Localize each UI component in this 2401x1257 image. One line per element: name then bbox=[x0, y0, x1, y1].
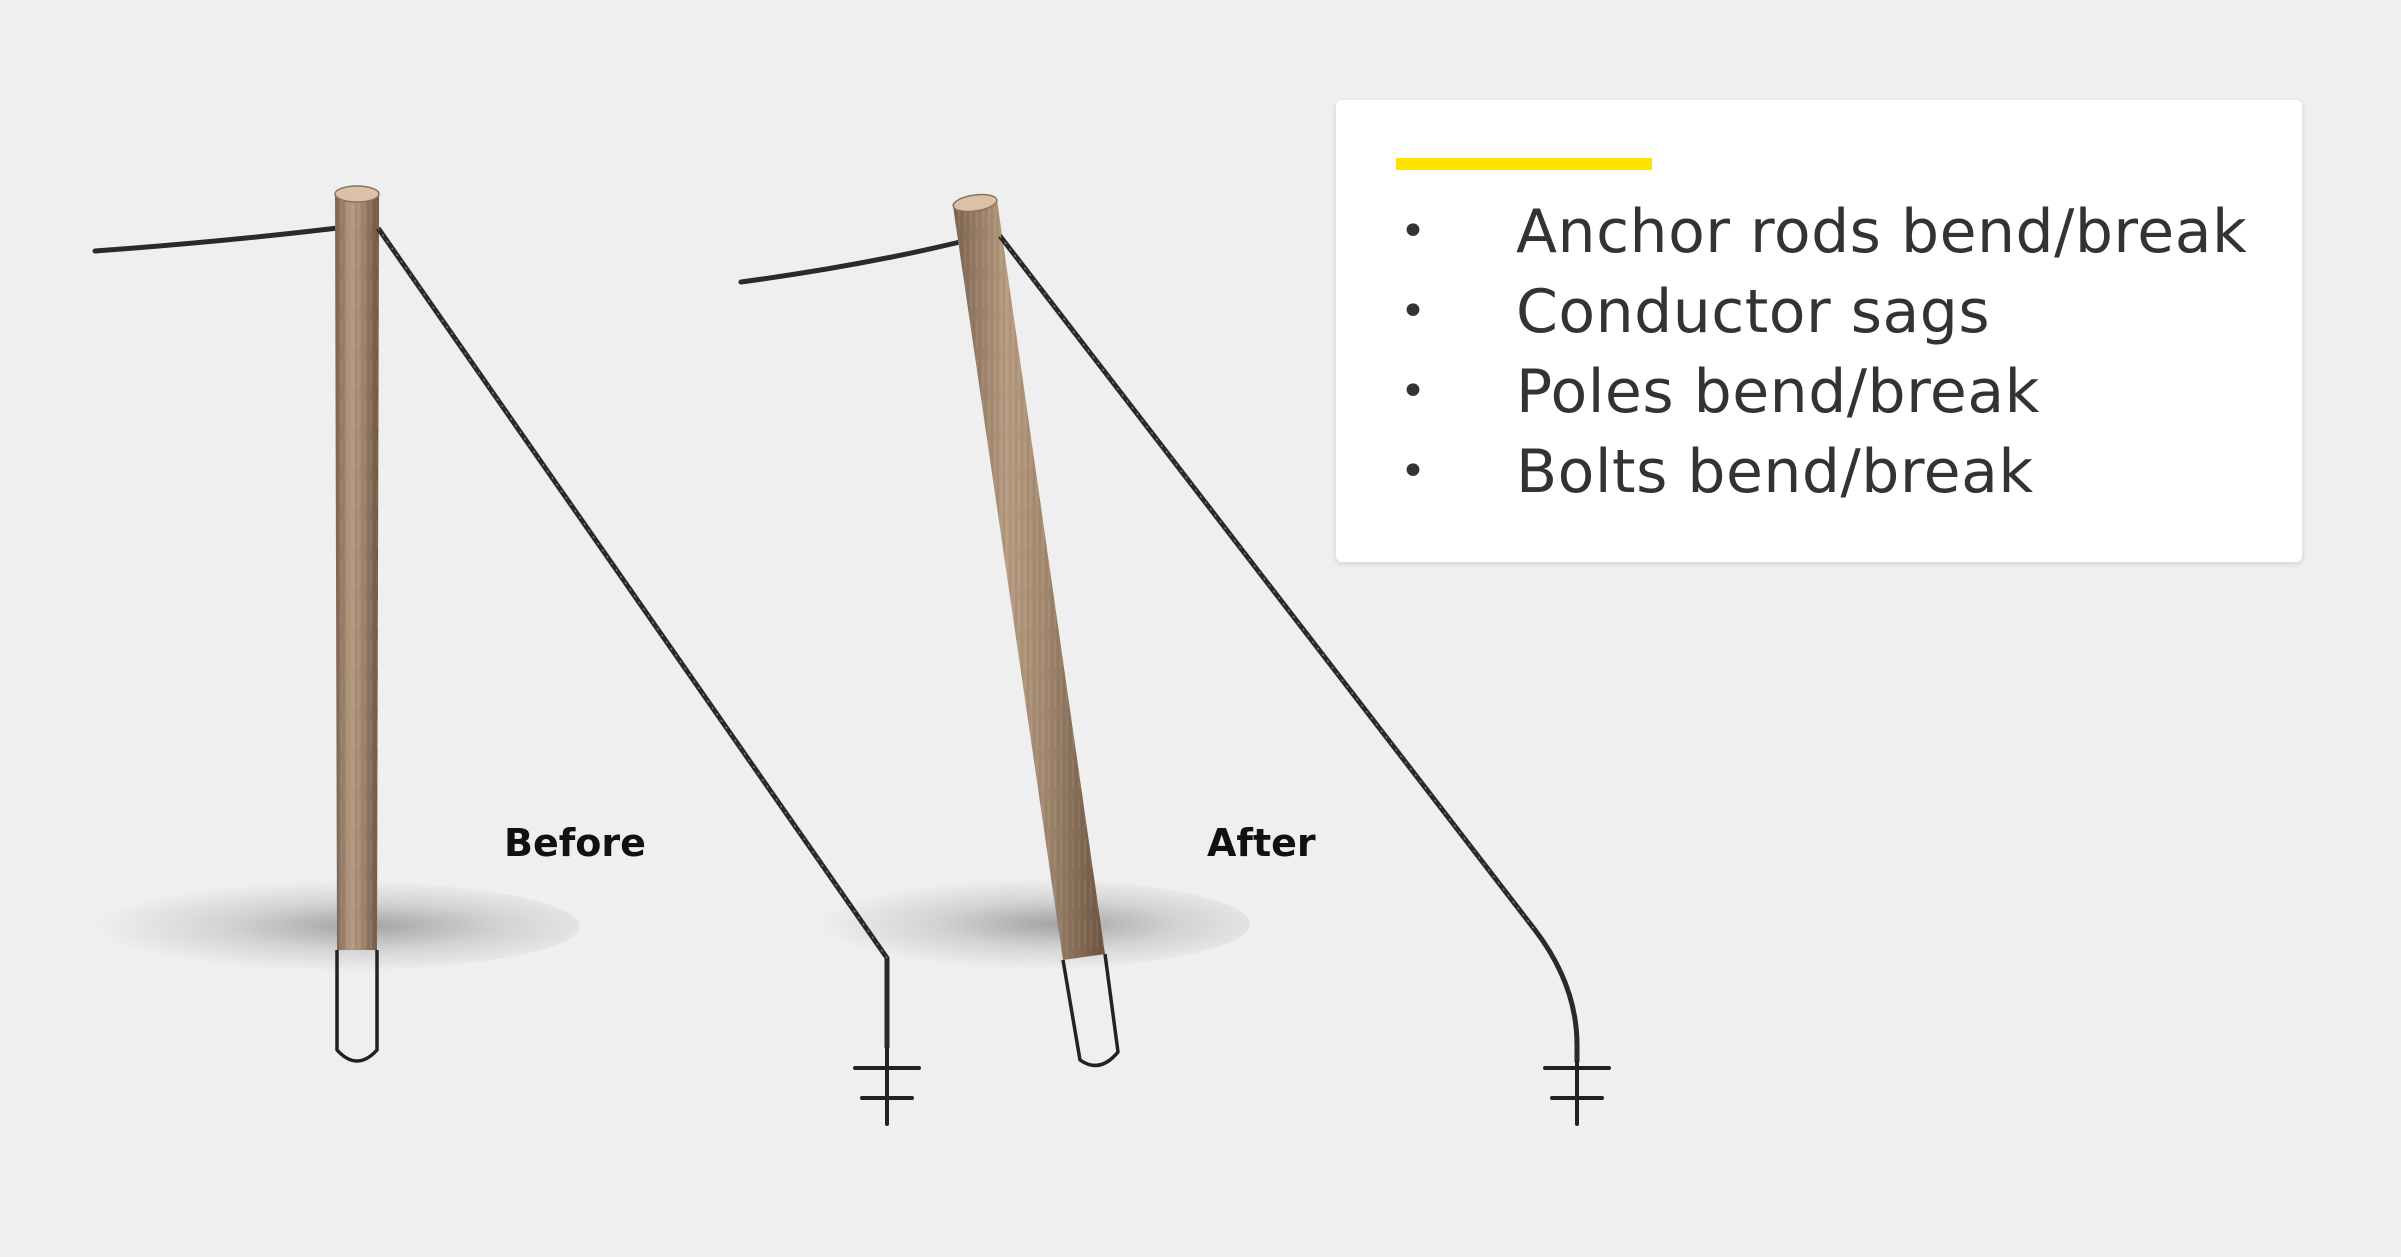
failure-modes-list: • Anchor rods bend/break • Conductor sag… bbox=[1396, 192, 2247, 512]
after-label: After bbox=[1207, 821, 1316, 865]
list-item: • Poles bend/break bbox=[1396, 352, 2247, 432]
accent-bar bbox=[1396, 158, 1652, 170]
before-label: Before bbox=[504, 821, 646, 865]
bullet-icon: • bbox=[1400, 446, 1427, 497]
list-item-text: Conductor sags bbox=[1516, 277, 1991, 347]
before-pole-butt-outline bbox=[335, 950, 379, 1063]
list-item: • Anchor rods bend/break bbox=[1396, 192, 2247, 272]
after-conductor-wire bbox=[738, 239, 963, 285]
before-ground-symbol-icon bbox=[853, 1046, 921, 1126]
after-guy-wire bbox=[998, 234, 1580, 1062]
list-item-text: Anchor rods bend/break bbox=[1516, 197, 2248, 267]
after-ground-symbol-icon bbox=[1543, 1060, 1611, 1126]
before-panel bbox=[40, 185, 921, 1126]
before-wood-pole bbox=[334, 185, 380, 950]
failure-modes-card: • Anchor rods bend/break • Conductor sag… bbox=[1336, 100, 2302, 562]
after-pole-butt-outline bbox=[1061, 953, 1120, 1068]
bullet-icon: • bbox=[1400, 286, 1427, 337]
list-item: • Bolts bend/break bbox=[1396, 432, 2247, 512]
list-item-text: Poles bend/break bbox=[1516, 357, 2040, 427]
before-pole-shadow bbox=[40, 880, 580, 972]
before-conductor-wire bbox=[92, 225, 341, 254]
after-panel bbox=[738, 193, 1611, 1126]
list-item-text: Bolts bend/break bbox=[1516, 437, 2034, 507]
before-pole-top bbox=[334, 185, 380, 203]
list-item: • Conductor sags bbox=[1396, 272, 2247, 352]
after-wood-pole bbox=[952, 193, 1105, 960]
bullet-icon: • bbox=[1400, 206, 1427, 257]
after-pole-shadow bbox=[770, 878, 1250, 970]
bullet-icon: • bbox=[1400, 366, 1427, 417]
after-pole-top bbox=[952, 193, 998, 213]
